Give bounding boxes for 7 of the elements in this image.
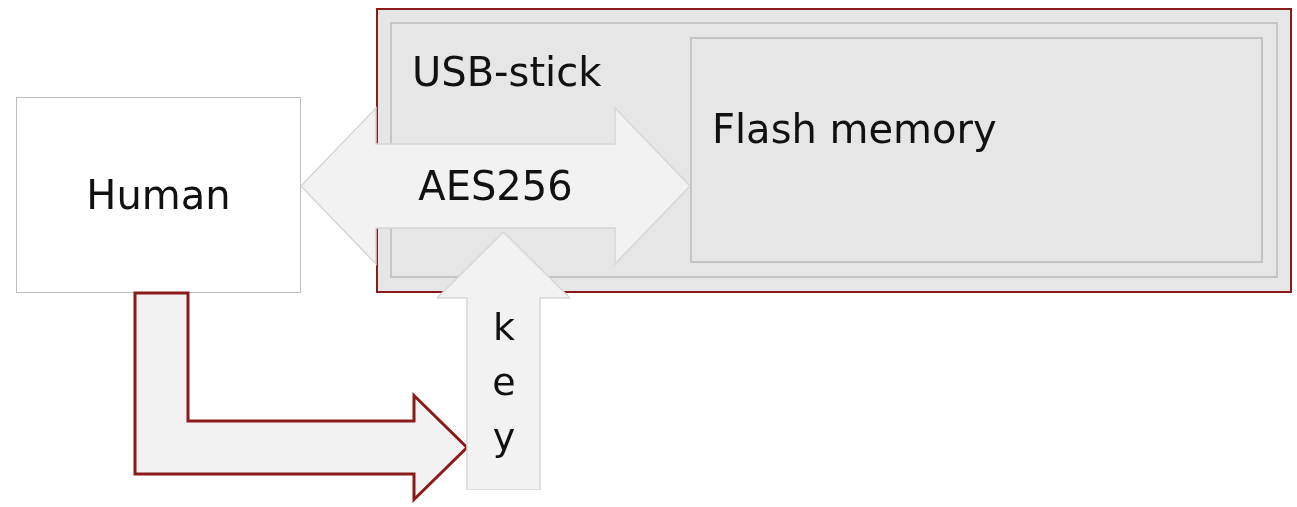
block-arrow xyxy=(437,232,570,490)
component-box xyxy=(690,37,1263,263)
entity-box xyxy=(16,97,301,293)
label: USB-stick xyxy=(412,49,602,95)
label: Human xyxy=(85,172,232,218)
label: Flash memory xyxy=(712,106,997,152)
label: key xyxy=(491,304,517,462)
